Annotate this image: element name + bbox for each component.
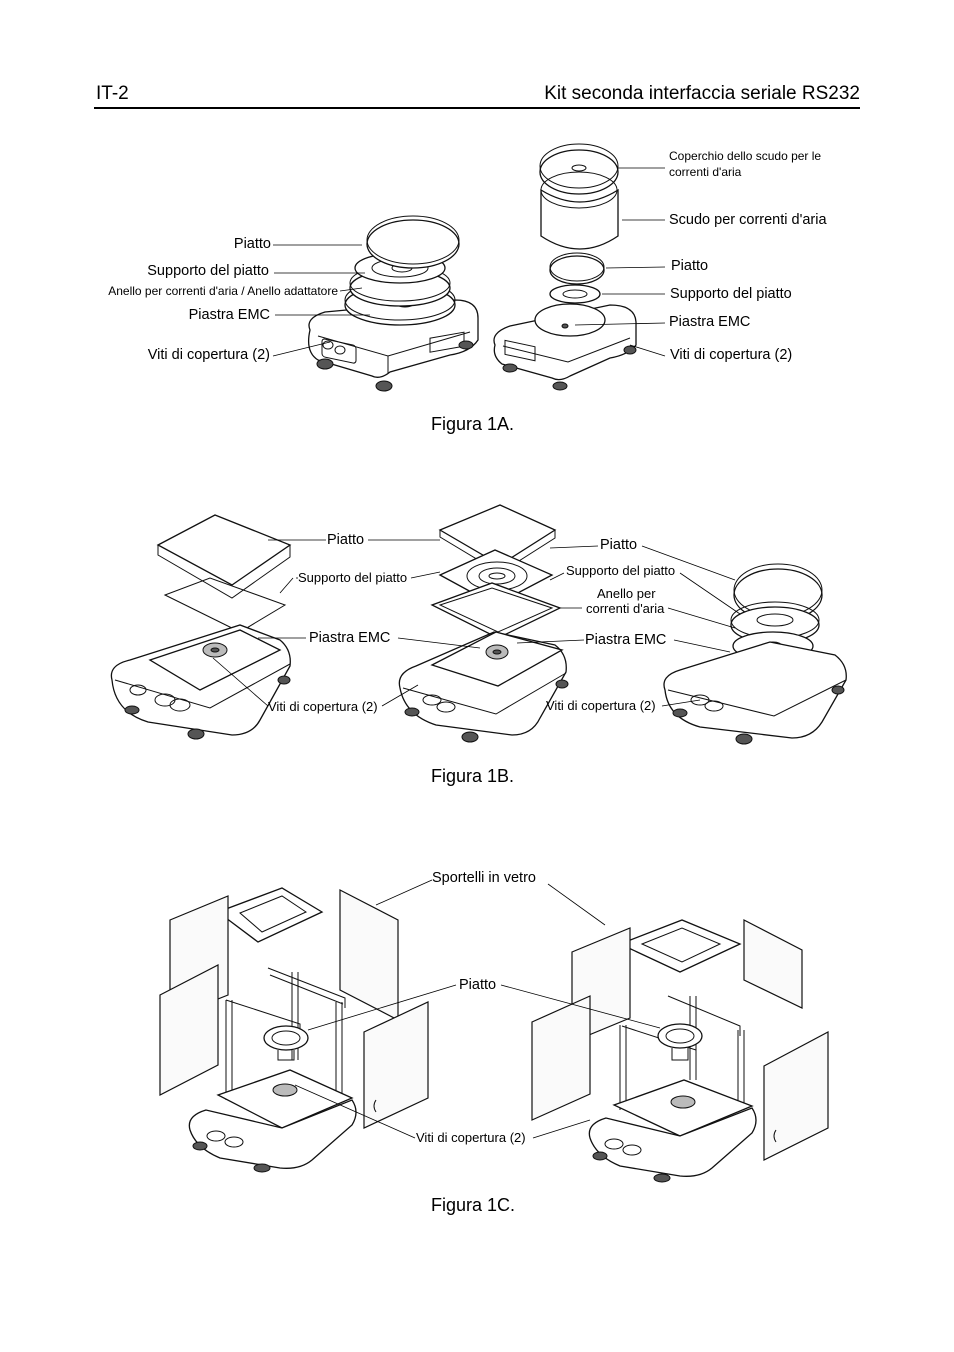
fig1c-leader-lines (294, 879, 661, 1139)
fig1b-center-balance-drawing (398, 504, 569, 743)
fig1b-left-emc-plate-label: Piastra EMC (309, 630, 391, 646)
fig1b-right-ring-label-line1: Anello per (597, 586, 656, 601)
fig1a-left-pan-support-label: Supporto del piatto (147, 263, 269, 279)
fig1b-caption: Figura 1B. (431, 766, 515, 786)
fig1b-right-ring-label-line2: correnti d'aria (586, 601, 665, 616)
fig1c-pan-label: Piatto (459, 977, 497, 993)
fig1c-glass-doors-label: Sportelli in vetro (432, 870, 536, 886)
fig1a-right-pan-support-label: Supporto del piatto (670, 286, 792, 302)
fig1a-left-ring-label: Anello per correnti d'aria / Anello adat… (108, 284, 338, 298)
fig1b-left-pan-label: Piatto (327, 532, 365, 548)
fig1b-right-balance-drawing (663, 563, 847, 745)
fig1a-right-emc-plate-label: Piastra EMC (669, 314, 751, 330)
fig1a-right-balance-drawing (493, 143, 637, 391)
fig1c-right-balance-drawing (531, 919, 829, 1183)
fig1a-right-shield-cover-label-line1: Coperchio dello scudo per le (669, 149, 822, 163)
page-title: Kit seconda interfaccia seriale RS232 (544, 83, 860, 104)
fig1b-right-pan-support-label: Supporto del piatto (566, 563, 676, 578)
fig1c-caption: Figura 1C. (431, 1195, 516, 1215)
fig1a-right-pan-label: Piatto (671, 258, 709, 274)
header-rule (94, 107, 860, 109)
fig1a-caption: Figura 1A. (431, 414, 515, 434)
fig1a-right-cover-screws-label: Viti di copertura (2) (670, 347, 793, 363)
fig1c-left-balance-drawing (159, 887, 429, 1173)
fig1a-left-cover-screws-label: Viti di copertura (2) (147, 347, 270, 363)
fig1c-cover-screws-label: Viti di copertura (2) (416, 1130, 526, 1145)
page-number: IT-2 (96, 83, 129, 104)
fig1b-right-pan-label: Piatto (600, 537, 638, 553)
fig1a-left-pan-label: Piatto (233, 236, 271, 252)
fig1b-left-balance-drawing (110, 514, 292, 740)
fig1b-leader-lines (212, 539, 741, 707)
fig1a-left-emc-plate-label: Piastra EMC (188, 307, 270, 323)
fig1a-right-shield-cover-label-line2: correnti d'aria (669, 165, 742, 179)
fig1b-left-pan-support-label: Supporto del piatto (298, 570, 408, 585)
fig1b-right-cover-screws-label: Viti di copertura (2) (546, 698, 656, 713)
fig1b-right-emc-plate-label: Piastra EMC (585, 632, 667, 648)
fig1b-left-cover-screws-label: Viti di copertura (2) (268, 699, 378, 714)
fig1a-leader-lines (272, 167, 666, 357)
fig1a-right-shield-label: Scudo per correnti d'aria (669, 212, 827, 228)
fig1a-left-balance-drawing (307, 215, 479, 392)
